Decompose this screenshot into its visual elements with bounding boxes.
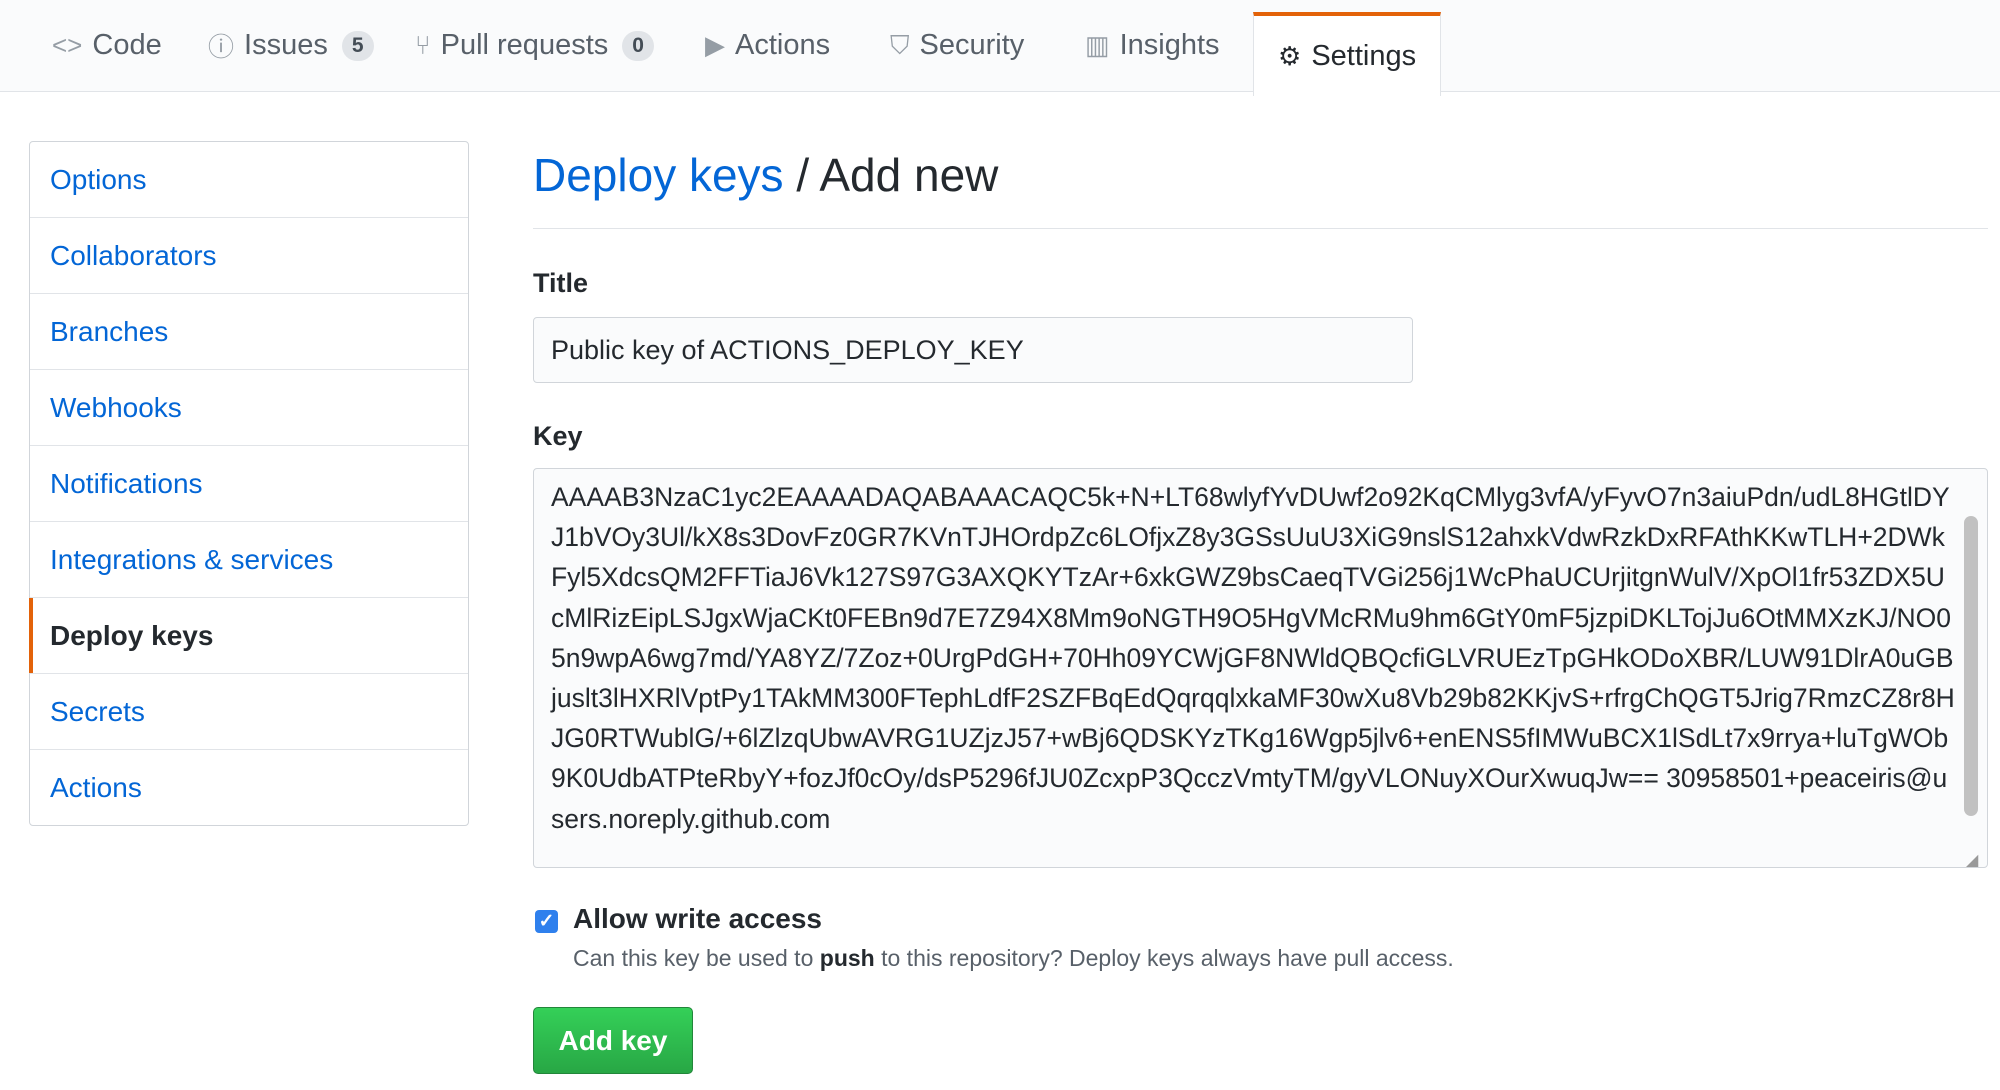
sidebar-item-options[interactable]: Options (30, 142, 468, 218)
key-textarea[interactable]: AAAAB3NzaC1yc2EAAAADAQABAAACAQC5k+N+LT68… (533, 468, 1988, 868)
repo-nav: <> Code ⓘ Issues 5 ⑂ Pull requests 0 ▶ A… (0, 0, 2000, 96)
gear-icon: ⚙ (1278, 40, 1302, 71)
sidebar-item-collaborators[interactable]: Collaborators (30, 218, 468, 294)
sidebar-item-webhooks[interactable]: Webhooks (30, 370, 468, 446)
tab-label: Settings (1311, 39, 1417, 72)
allow-write-note: Can this key be used to push to this rep… (573, 945, 1454, 972)
tab-settings[interactable]: ⚙ Settings (1253, 12, 1442, 96)
sidebar-item-deploy-keys[interactable]: Deploy keys (29, 598, 468, 674)
play-icon: ▶ (705, 30, 725, 60)
tab-label: Insights (1119, 29, 1220, 61)
breadcrumb-deploy-keys-link[interactable]: Deploy keys (533, 149, 784, 201)
tab-label: Security (919, 29, 1025, 61)
checkmark-icon: ✓ (538, 911, 555, 932)
shield-icon: ⛉ (890, 29, 910, 60)
title-divider (533, 228, 1988, 229)
title-input[interactable] (533, 317, 1413, 383)
sidebar-item-secrets[interactable]: Secrets (30, 674, 468, 750)
graph-icon: ▥ (1085, 30, 1110, 60)
tab-actions[interactable]: ▶ Actions (705, 0, 830, 91)
code-icon: <> (52, 30, 83, 60)
settings-sidebar: Options Collaborators Branches Webhooks … (29, 141, 469, 826)
resize-handle-icon[interactable]: ◢ (1966, 852, 1979, 869)
tab-label: Actions (735, 29, 831, 61)
issue-icon: ⓘ (208, 32, 235, 62)
breadcrumb-current: Add new (819, 149, 999, 201)
allow-write-label[interactable]: Allow write access (573, 903, 823, 934)
key-scrollbar[interactable] (1964, 516, 1978, 816)
sidebar-item-integrations[interactable]: Integrations & services (30, 522, 468, 598)
tab-security[interactable]: ⛉ Security (890, 0, 1024, 91)
tab-label: Issues (244, 29, 328, 61)
tab-label: Pull requests (440, 29, 609, 61)
sidebar-item-actions[interactable]: Actions (50, 771, 142, 803)
breadcrumb-separator: / (783, 149, 820, 201)
issues-count-badge: 5 (341, 30, 374, 61)
tab-code[interactable]: <> Code (52, 0, 162, 91)
pull-request-icon: ⑂ (415, 30, 431, 60)
sidebar-item-notifications[interactable]: Notifications (30, 446, 468, 522)
allow-write-checkbox[interactable]: ✓ (535, 910, 558, 933)
title-label: Title (533, 268, 589, 298)
page-title: Deploy keys / Add new (533, 148, 998, 202)
tab-issues[interactable]: ⓘ Issues 5 (208, 0, 374, 91)
key-label: Key (533, 421, 583, 451)
add-key-button[interactable]: Add key (533, 1007, 693, 1074)
note-text-end: to this repository? Deploy keys always h… (874, 945, 1454, 971)
note-text: Can this key be used to (573, 945, 820, 971)
tab-label: Code (92, 29, 162, 61)
pull-requests-count-badge: 0 (622, 30, 654, 61)
tab-insights[interactable]: ▥ Insights (1085, 0, 1220, 91)
note-bold: push (819, 945, 875, 971)
tab-pull-requests[interactable]: ⑂ Pull requests 0 (415, 0, 654, 91)
sidebar-item-branches[interactable]: Branches (30, 294, 468, 370)
